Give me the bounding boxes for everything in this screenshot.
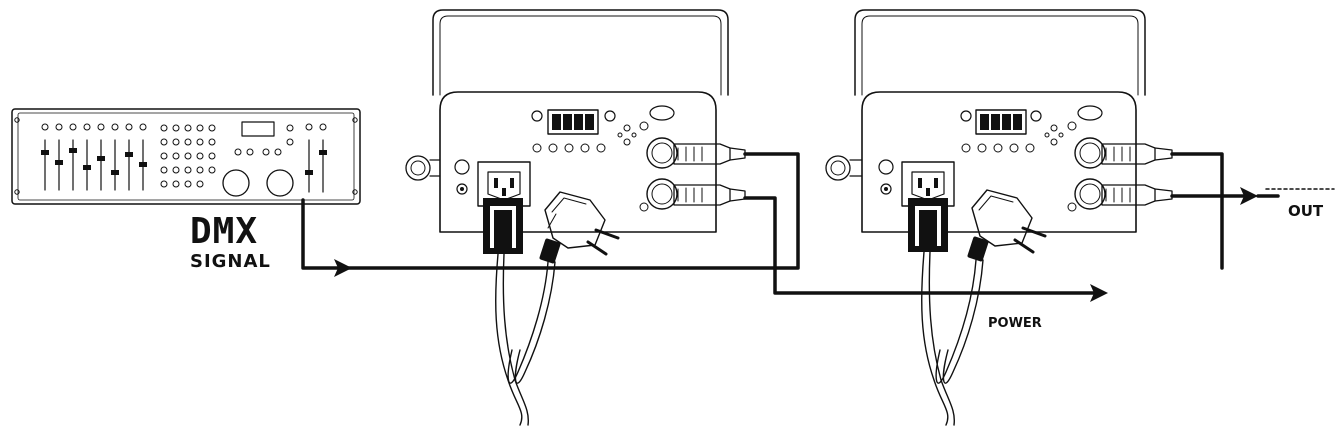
signal-label: SIGNAL bbox=[190, 251, 271, 272]
power-arrow bbox=[1090, 284, 1108, 302]
dmx-signal-wire bbox=[301, 152, 1252, 295]
fixture-2 bbox=[825, 9, 1173, 426]
power-label: POWER bbox=[988, 316, 1042, 331]
out-arrow bbox=[1240, 187, 1258, 205]
signal-arrow bbox=[334, 259, 352, 277]
dmx-label: DMX bbox=[190, 211, 259, 252]
out-label: OUT bbox=[1288, 202, 1324, 220]
fixture-1 bbox=[405, 9, 746, 426]
dmx-controller bbox=[11, 108, 361, 205]
